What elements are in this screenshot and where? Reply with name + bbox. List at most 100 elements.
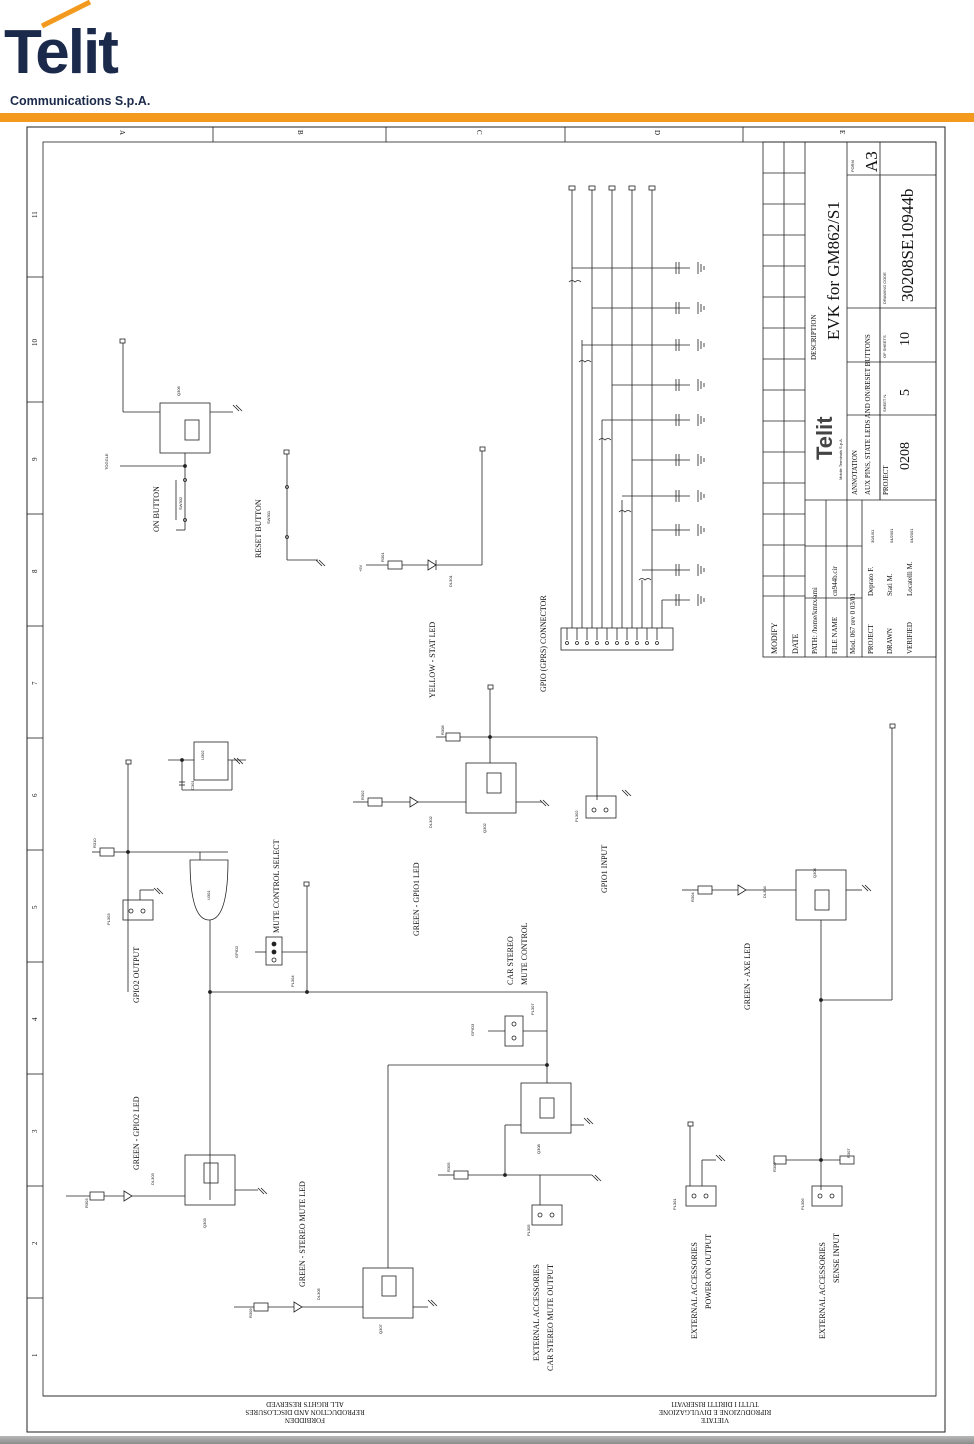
q308-circuit <box>438 1065 592 1226</box>
ferrite-beads <box>568 280 652 581</box>
tb-form-label: FORM <box>850 160 855 172</box>
footer-rights-en-1: ALL RIGHTS RESERVED <box>266 1400 344 1408</box>
gpio-bus-lines <box>571 190 690 628</box>
ref-r306: R306 <box>772 1162 777 1172</box>
axe-led-circuit <box>682 728 893 1207</box>
tb-mini-logo: Telit <box>812 416 837 460</box>
zone-row-11: 11 <box>31 211 39 218</box>
ref-gpio3: GPIO3 <box>470 1023 475 1036</box>
ref-dl303: DL303 <box>150 1173 155 1185</box>
mute-bus <box>208 990 549 1268</box>
logo-wordmark: Telit <box>4 18 119 87</box>
label-mute-control: MUTE CONTROL <box>520 922 529 985</box>
zone-row-8: 8 <box>31 569 39 574</box>
tb-file-name-label: FILE NAME <box>831 616 839 654</box>
outer-frame <box>26 126 946 1433</box>
tb-form-value: A3 <box>862 151 881 172</box>
ref-r303: R303 <box>84 1198 89 1208</box>
tb-modify: MODIFY <box>770 622 779 654</box>
u301-u302-circuit <box>92 741 246 1200</box>
tb-project2-label: PROJECT <box>882 465 890 495</box>
title-block-grid <box>762 141 937 658</box>
gpio-connector-pl300 <box>560 627 674 651</box>
top-terminals <box>119 185 896 1127</box>
label-gpio1-input: GPIO1 INPUT <box>600 844 609 893</box>
label-green-stereo-mute-led: GREEN - STEREO MUTE LED <box>298 1181 307 1287</box>
tb-project-label: PROJECT <box>867 624 875 654</box>
tb-annotation-value: AUX PINS, STATE LEDS AND ON/RESET BUTTON… <box>864 334 872 495</box>
zone-row-6: 6 <box>31 793 39 798</box>
footer-rights-en-2: REPRODUCTION AND DISCLOSURES <box>245 1408 365 1416</box>
label-gpio-connector: GPIO (GPRS) CONNECTOR <box>539 595 548 692</box>
label-on-button: ON BUTTON <box>152 486 161 532</box>
reset-button-circuit <box>285 454 318 561</box>
zone-row-7: 7 <box>31 681 39 686</box>
tb-drawn-label: DRAWN <box>886 628 894 654</box>
label-mute-control-select: MUTE CONTROL SELECT <box>272 839 281 933</box>
ground-symbols <box>153 262 872 1307</box>
ref-gpio2: GPIO2 <box>234 945 239 958</box>
ref-u302: U302 <box>200 750 205 760</box>
ref-q306: Q306 <box>176 386 181 396</box>
ref-pl304: PL304 <box>290 975 295 987</box>
footer-rights-it-2: RIPRODUZIONE E DIVULGAZIONE <box>658 1408 772 1416</box>
tb-drawn-value: Stati M. <box>886 573 894 596</box>
ref-sw301: SW301 <box>266 510 271 524</box>
zone-row-3: 3 <box>31 1129 39 1134</box>
label-car-stereo: CAR STEREO <box>506 936 515 985</box>
logo-swoosh-icon <box>40 0 92 29</box>
ref-sw302: SW302 <box>178 496 183 510</box>
gpio2-led-circuit <box>66 1154 258 1206</box>
zone-row-1: 1 <box>31 1353 39 1358</box>
yellow-stat-led-circuit <box>366 451 483 571</box>
tb-date-1: 30/1/01 <box>870 529 875 543</box>
ref-r302: R302 <box>360 790 365 800</box>
ref-r308: R308 <box>440 725 445 735</box>
zone-row-2: 2 <box>31 1241 39 1246</box>
zone-col-c: C <box>475 130 483 135</box>
tb-description-value: EVK for GM862/S1 <box>824 201 843 340</box>
ref-dl305: DL305 <box>316 1288 321 1300</box>
ref-r310: R310 <box>92 838 97 848</box>
ref-u301: U301 <box>206 890 211 900</box>
ref-q302: Q302 <box>482 823 487 833</box>
gpio1-led-circuit <box>353 689 617 819</box>
tb-drawing-code-label: DRAWING CODE <box>882 272 887 304</box>
label-car-stereo-mute-output: CAR STEREO MUTE OUTPUT <box>546 1264 555 1371</box>
tb-file-name-value: cn944b.cir <box>831 566 839 596</box>
ref-q307: Q307 <box>378 1324 383 1334</box>
footer-rights-it: VIETATE RIPRODUZIONE E DIVULGAZIONE TUTT… <box>640 1400 790 1424</box>
tb-verified-label: VERIFIED <box>906 622 914 654</box>
zone-col-b: B <box>296 130 304 135</box>
stereo-mute-led-circuit <box>234 1267 428 1319</box>
tb-drawing-code-value: 30208SE10944b <box>898 188 917 302</box>
ref-r305: R305 <box>446 1162 451 1172</box>
tb-annotation-label: ANNOTATION <box>851 450 859 495</box>
label-yellow-stat-led: YELLOW - STAT LED <box>428 621 437 698</box>
tb-sheet-value: 5 <box>898 389 913 396</box>
telit-logo: Telit Communications S.p.A. <box>4 0 174 110</box>
ref-pl301: PL301 <box>672 1198 677 1210</box>
filter-capacitors <box>675 262 680 606</box>
footer-rights-en-3: FORBIDDEN <box>284 1416 326 1424</box>
zone-col-a: A <box>118 130 126 136</box>
label-green-gpio1-led: GREEN - GPIO1 LED <box>412 862 421 936</box>
ref-q303: Q303 <box>202 1218 207 1228</box>
ref-dl301: DL301 <box>448 575 453 587</box>
ref-q304: Q304 <box>812 868 817 878</box>
zone-row-9: 9 <box>31 457 39 462</box>
zone-col-e: E <box>838 130 846 135</box>
ref-dl304: DL304 <box>762 886 767 898</box>
ref-r309: R309 <box>248 1308 253 1318</box>
label-green-gpio2-led: GREEN - GPIO2 LED <box>132 1096 141 1170</box>
ref-r304: R304 <box>690 892 695 902</box>
label-sense-input: SENSE INPUT <box>832 1232 841 1283</box>
ref-q308: Q308 <box>536 1144 541 1154</box>
tb-date-3: 04/2001 <box>909 528 914 543</box>
tb-sheet-label: SHEET N. <box>882 393 887 412</box>
tb-description-label: DESCRIPTION <box>810 314 818 360</box>
label-ext-acc-sense: EXTERNAL ACCESSORIES <box>818 1242 827 1339</box>
ref-r301: R301 <box>380 552 385 562</box>
footer-rights-en: FORBIDDEN REPRODUCTION AND DISCLOSURES A… <box>230 1400 380 1424</box>
label-power-on-output: POWER ON OUTPUT <box>704 1233 713 1309</box>
